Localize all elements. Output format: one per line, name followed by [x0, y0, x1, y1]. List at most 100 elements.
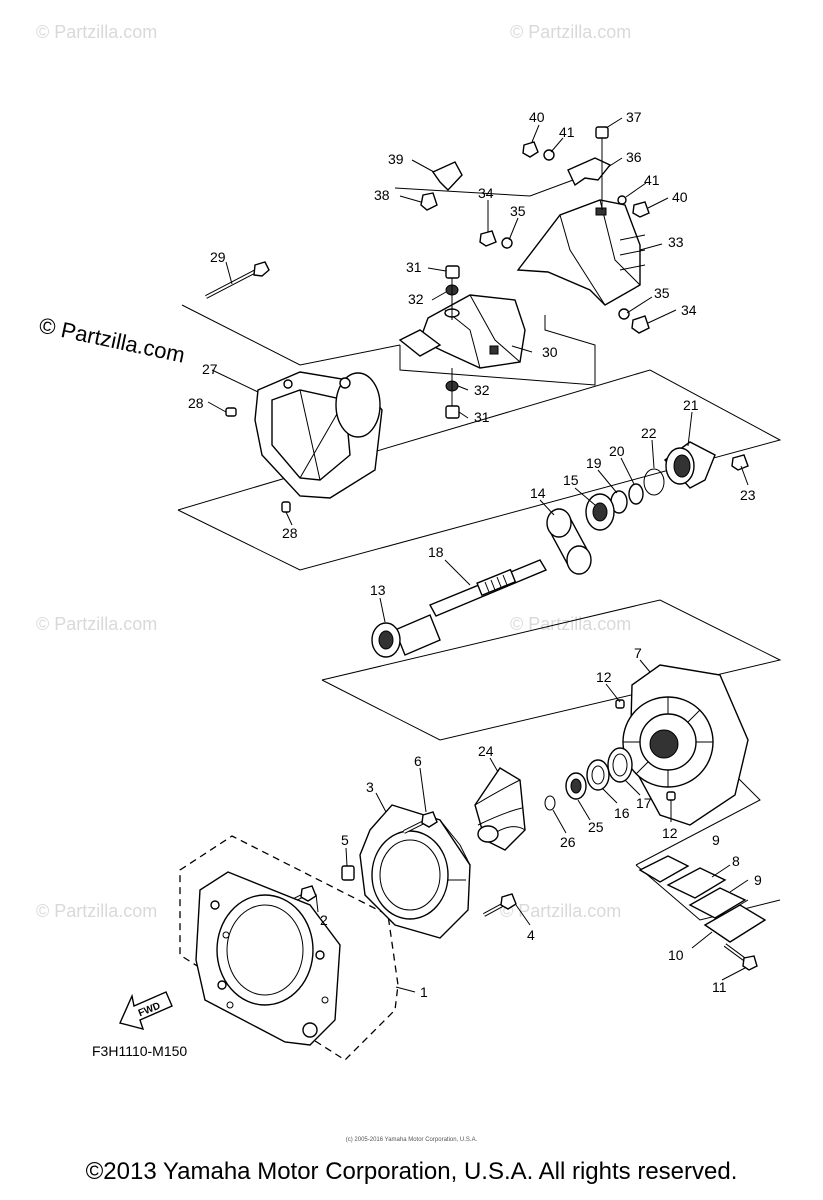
callout-3: 3 [366, 779, 374, 795]
copyright-footer: ©2013 Yamaha Motor Corporation, U.S.A. A… [85, 1158, 738, 1185]
callout-12b: 12 [662, 825, 678, 841]
callout-24: 24 [478, 743, 494, 759]
callout-32a: 32 [408, 291, 424, 307]
part-33-deflector [516, 199, 646, 306]
part-40-41-top [522, 141, 555, 161]
callout-41b: 41 [644, 172, 660, 188]
part-31-32-bottom [445, 368, 460, 419]
callout-26: 26 [560, 834, 576, 850]
callout-36: 36 [626, 149, 642, 165]
callout-10: 10 [668, 947, 684, 963]
diagram-code: F3H1110-M150 [92, 1043, 188, 1059]
callout-28a: 28 [188, 395, 204, 411]
watermark-2: © Partzilla.com [510, 22, 631, 42]
callout-38: 38 [374, 187, 390, 203]
part-12-pin-top [615, 699, 625, 709]
part-20-seal [628, 483, 644, 505]
part-3-housing [359, 804, 471, 939]
callout-1: 1 [420, 984, 428, 1000]
callout-19: 19 [586, 455, 602, 471]
fwd-arrow: FWD [119, 991, 173, 1031]
callout-2: 2 [320, 912, 328, 928]
watermark-5: © Partzilla.com [36, 901, 157, 921]
tiny-copyright: (c) 2005-2016 Yamaha Motor Corporation, … [345, 1137, 478, 1143]
part-28-pin-bottom [281, 501, 291, 513]
callout-8: 8 [732, 853, 740, 869]
part-9-gasket-bottom [688, 887, 747, 919]
callout-4: 4 [527, 927, 535, 943]
callout-21: 21 [683, 397, 699, 413]
part-22-oring [643, 468, 665, 496]
part-18-shaft [429, 559, 548, 617]
part-34-35-left [479, 230, 513, 249]
callout-28b: 28 [282, 525, 298, 541]
group-outlines [177, 169, 782, 921]
callout-27: 27 [202, 361, 218, 377]
callout-14: 14 [530, 485, 546, 501]
callout-9a: 9 [712, 832, 720, 848]
part-11-bolt [723, 943, 758, 971]
part-9-gasket-top [638, 855, 690, 883]
part-40-41-right [617, 195, 650, 218]
callout-5: 5 [341, 832, 349, 848]
callout-18: 18 [428, 544, 444, 560]
part-21-cap [663, 441, 716, 489]
part-1-plate [195, 871, 341, 1046]
part-39-bracket [420, 161, 463, 211]
part-36-37-bracket [567, 126, 612, 210]
part-26-oring [544, 795, 556, 811]
watermark-6: © Partzilla.com [500, 901, 621, 921]
callout-22: 22 [641, 425, 657, 441]
part-7-housing [622, 664, 749, 826]
part-8-cover [666, 867, 727, 899]
callout-34a: 34 [478, 185, 494, 201]
watermark-1: © Partzilla.com [36, 22, 157, 42]
leader-lines [207, 117, 749, 993]
part-28-pin-top [225, 407, 237, 417]
callout-12a: 12 [596, 669, 612, 685]
callout-13: 13 [370, 582, 386, 598]
part-16-bearing [586, 759, 610, 791]
callout-16: 16 [614, 805, 630, 821]
callout-40a: 40 [529, 109, 545, 125]
part-14-sleeve [546, 508, 592, 575]
callout-39: 39 [388, 151, 404, 167]
callout-15: 15 [563, 472, 579, 488]
callout-9b: 9 [754, 872, 762, 888]
part-23-bolt [731, 454, 749, 471]
part-27-housing [254, 371, 383, 499]
part-17-ring [607, 747, 633, 783]
callout-34b: 34 [681, 302, 697, 318]
callout-30: 30 [542, 344, 558, 360]
callout-40b: 40 [672, 189, 688, 205]
callout-33: 33 [668, 234, 684, 250]
part-12-pin-bottom [666, 791, 676, 801]
part-34-35-right [618, 308, 650, 334]
watermark-3: © Partzilla.com [36, 614, 157, 634]
callout-35b: 35 [654, 285, 670, 301]
callout-31b: 31 [474, 409, 490, 425]
part-29-bolt [205, 261, 270, 299]
callout-labels: 1 2 3 4 5 6 7 8 9 9 10 11 12 12 13 14 15… [188, 109, 762, 1000]
callout-37: 37 [626, 109, 642, 125]
callout-35a: 35 [510, 203, 526, 219]
callout-11: 11 [712, 979, 727, 995]
callout-20: 20 [609, 443, 625, 459]
part-10-plate [703, 904, 767, 943]
part-5-pin [341, 865, 355, 881]
callout-32b: 32 [474, 382, 490, 398]
part-15-bearing [585, 493, 615, 531]
part-30-nozzle [398, 294, 526, 369]
part-6-bolt [403, 811, 438, 834]
part-13-bearing [371, 614, 441, 658]
watermark-main: © Partzilla.com [37, 312, 187, 367]
callout-29: 29 [210, 249, 226, 265]
part-4-bolt [483, 893, 517, 917]
callout-31a: 31 [406, 259, 422, 275]
callout-23: 23 [740, 487, 756, 503]
part-24-impeller [474, 767, 526, 851]
part-25-seal [565, 772, 587, 800]
callout-7: 7 [634, 645, 642, 661]
part-31-32-top [445, 265, 460, 320]
